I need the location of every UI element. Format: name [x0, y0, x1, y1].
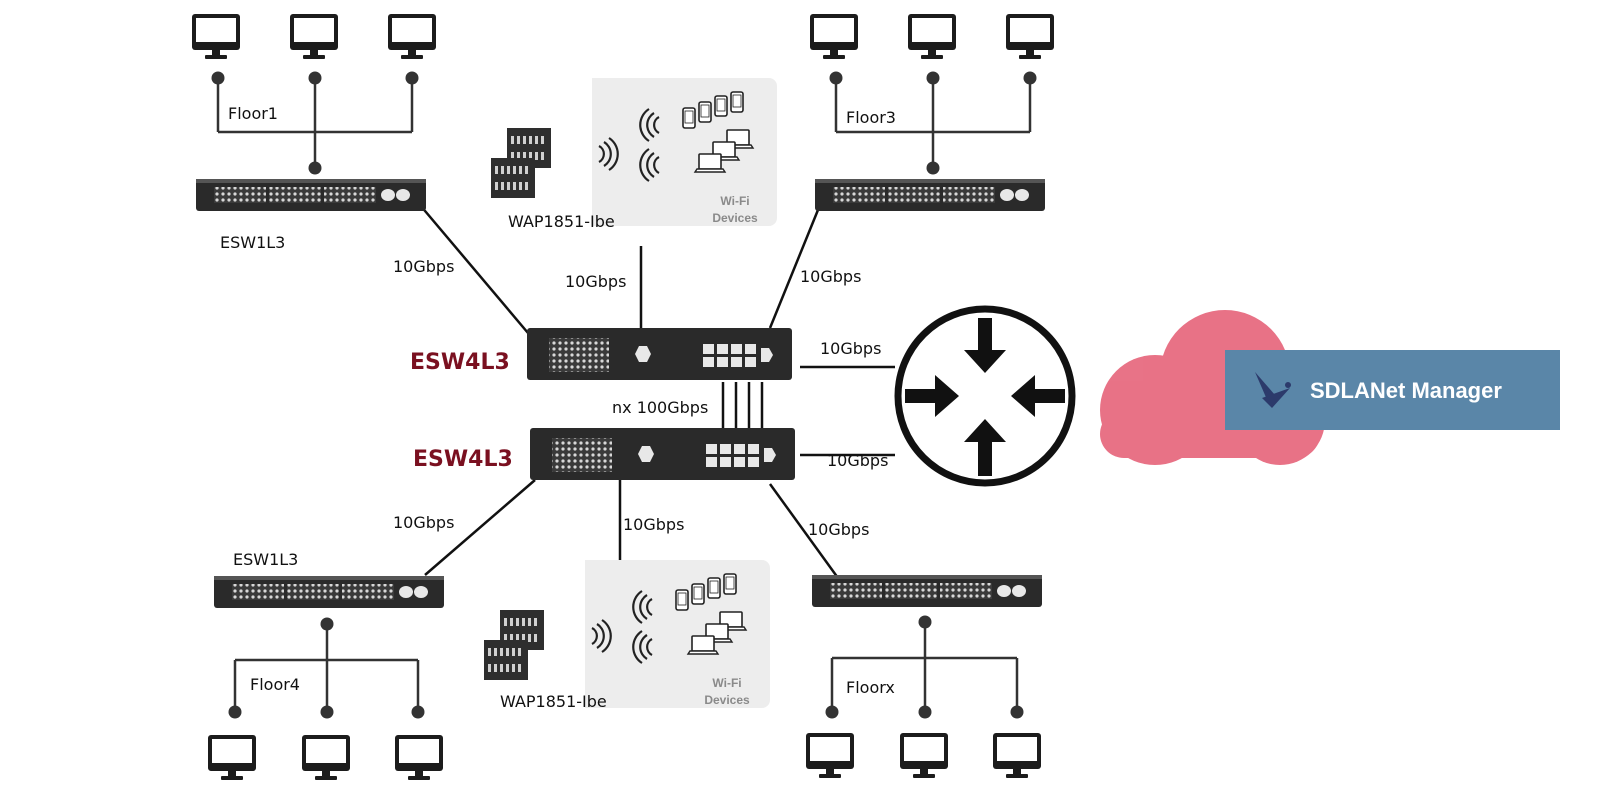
sdlanet-manager-label: SDLANet Manager [1310, 378, 1502, 403]
link-label-wap-top: 10Gbps [565, 272, 626, 291]
monitor-icon [302, 735, 350, 780]
core-stack: ESW4L3 ESW4L3 nx 100Gbps 10Gbps 10Gbps [410, 328, 888, 480]
link-label-esw1-top: 10Gbps [393, 257, 454, 276]
wap-top-label: WAP1851-Ibe [508, 212, 615, 231]
access-switch-bottom-left-label: ESW1L3 [233, 550, 298, 569]
access-switch-bottom-left [214, 576, 444, 608]
core-switch-bottom-label: ESW4L3 [413, 447, 513, 472]
floor4-group: ESW1L3 10Gbps Floor4 [208, 513, 454, 780]
floor4-label: Floor4 [250, 675, 300, 694]
access-switch-top-left-label: ESW1L3 [220, 233, 285, 252]
core-switch-bottom [530, 428, 795, 480]
core-switch-top [527, 328, 792, 380]
link-label-esw1-bottom: 10Gbps [393, 513, 454, 532]
router-icon [894, 305, 1076, 487]
monitor-icon [900, 733, 948, 778]
access-switch-top-left [196, 179, 426, 211]
wap-bottom-label: WAP1851-Ibe [500, 692, 607, 711]
floor1-label: Floor1 [228, 104, 278, 123]
link-label-core-bottom-router: 10Gbps [827, 451, 888, 470]
monitor-icon [908, 14, 956, 59]
wap-top-group: Wi-Fi Devices WAP1851-Ibe 10Gbps [487, 78, 777, 291]
cloud-group: SDLANet Manager [1100, 310, 1560, 465]
link-label-core-stack: nx 100Gbps [612, 398, 708, 417]
hummingbird-logo-icon [1255, 372, 1291, 408]
monitor-icon [993, 733, 1041, 778]
link-label-wap-bottom: 10Gbps [623, 515, 684, 534]
monitor-icon [208, 735, 256, 780]
sdlanet-manager-badge[interactable] [1225, 350, 1560, 430]
link-label-floor3: 10Gbps [800, 267, 861, 286]
floor1-group: Floor1 ESW1L3 10Gbps [192, 14, 454, 276]
monitor-icon [810, 14, 858, 59]
monitor-icon [1006, 14, 1054, 59]
wifi-devices-top-line2: Devices [712, 211, 758, 225]
floorx-group: 10Gbps Floorx [806, 520, 1042, 778]
floor3-label: Floor3 [846, 108, 896, 127]
link-label-core-top-router: 10Gbps [820, 339, 881, 358]
floorx-label: Floorx [846, 678, 895, 697]
link-lines [419, 204, 895, 579]
wifi-devices-bottom-line2: Devices [704, 693, 750, 707]
access-switch-top-right [815, 179, 1045, 211]
monitor-icon [290, 14, 338, 59]
monitor-icon [806, 733, 854, 778]
wifi-devices-bottom-line1: Wi-Fi [712, 676, 741, 690]
floor3-group: Floor3 10Gbps [800, 14, 1054, 286]
wap-bottom-group: 10Gbps Wi-Fi Devices WAP1851-Ibe [480, 515, 770, 711]
monitor-icon [388, 14, 436, 59]
core-switch-top-label: ESW4L3 [410, 350, 510, 375]
access-switch-bottom-right [812, 575, 1042, 607]
link-label-floorx: 10Gbps [808, 520, 869, 539]
wifi-devices-top-line1: Wi-Fi [720, 194, 749, 208]
monitor-icon [192, 14, 240, 59]
monitor-icon [395, 735, 443, 780]
